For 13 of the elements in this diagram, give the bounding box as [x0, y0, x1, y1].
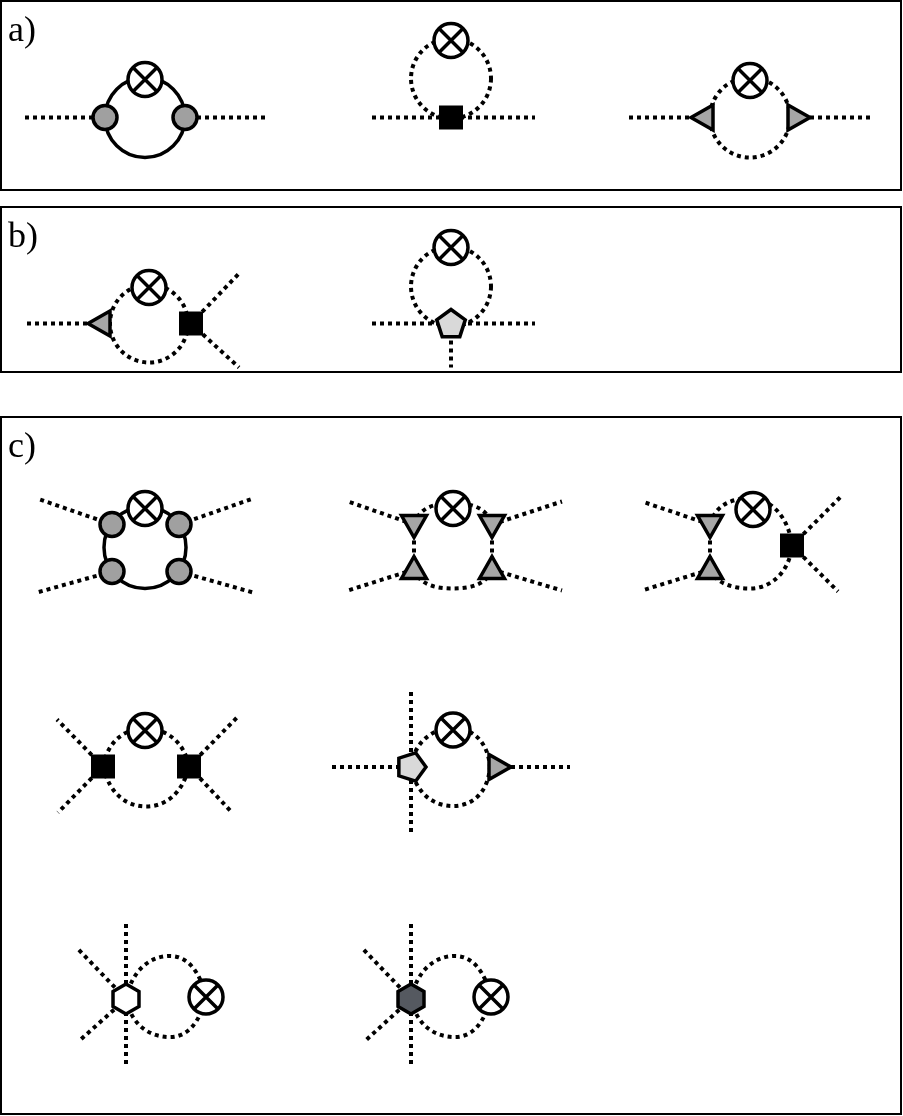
feynman-diagram: [55, 710, 239, 814]
feynman-diagram: [627, 60, 872, 159]
feynman-diagram: [23, 59, 267, 159]
feynman-diagram: [370, 227, 537, 369]
panel-frame: [0, 0, 902, 191]
panel-frame: [0, 206, 902, 373]
feynman-diagram: [25, 267, 241, 369]
panel-label: b): [8, 217, 38, 253]
panel-frame: [0, 416, 902, 1115]
panel-label: a): [8, 11, 36, 47]
feynman-diagram: [346, 488, 564, 592]
feynman-diagram: [370, 20, 537, 132]
panel-label: c): [8, 427, 36, 463]
